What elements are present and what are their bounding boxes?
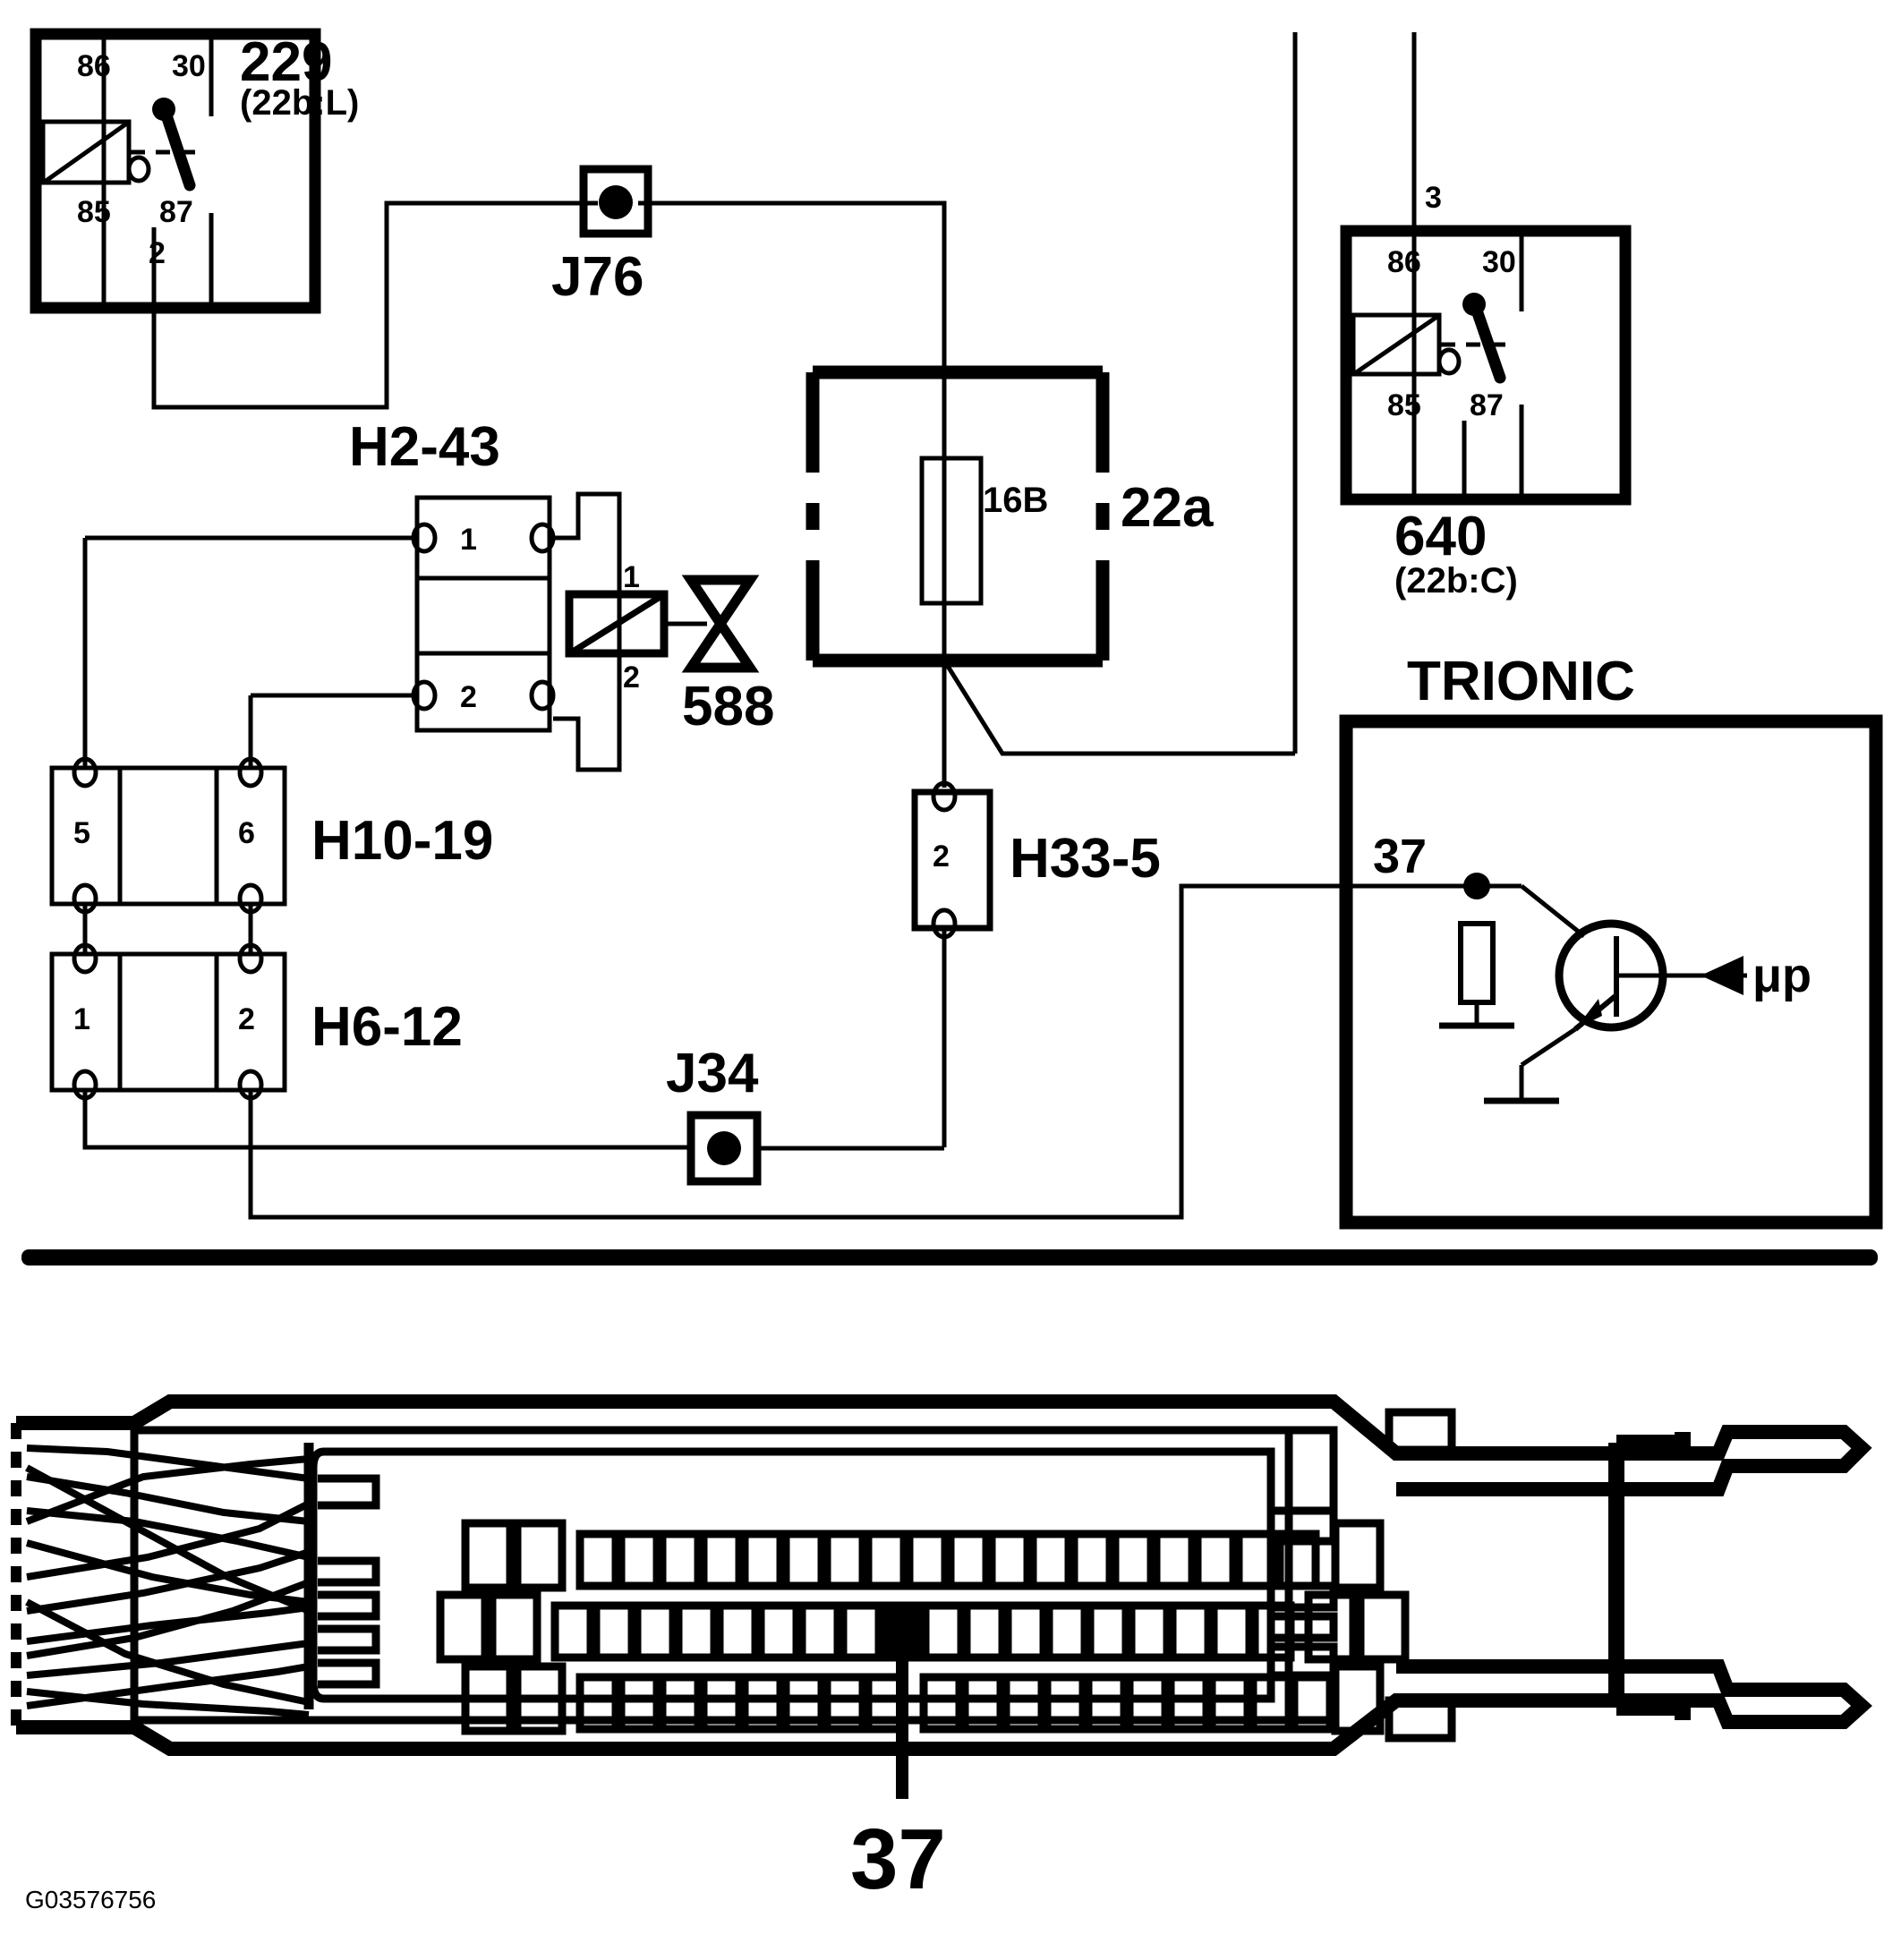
relay-640-terminal-86: 86 <box>1387 245 1421 279</box>
module-trionic-title: TRIONIC <box>1407 651 1635 712</box>
pin-row-top <box>461 1519 1385 1592</box>
connector-h10-19-pin-6: 6 <box>238 816 255 850</box>
relay-640-location: (22b:C) <box>1394 561 1518 601</box>
connector-h2-43-pin-1: 1 <box>460 523 477 557</box>
fuse-box-22a-label: 22a <box>1121 477 1214 539</box>
module-trionic-micro-label: μp <box>1752 949 1811 1002</box>
wire-h6-12-2-to-trionic-37 <box>248 883 1346 1220</box>
splice-j34 <box>686 1111 944 1186</box>
fuse-box-22a <box>806 338 1110 680</box>
relay-229-terminal-87: 87 <box>159 195 193 229</box>
connector-h10-19-pin-5: 5 <box>73 816 90 850</box>
connector-h6-12-name: H6-12 <box>311 996 463 1058</box>
relay-640-symbol <box>1340 32 1632 506</box>
relay-640-terminal-30: 30 <box>1482 245 1516 279</box>
component-588-symbol <box>565 575 760 673</box>
wire-bundle <box>25 1444 311 1718</box>
connector-h10-19-symbol <box>49 756 287 915</box>
relay-229-name: 229 <box>240 31 332 93</box>
relay-229-terminal-85: 85 <box>77 195 111 229</box>
splice-j34-label: J34 <box>666 1043 759 1104</box>
relay-229-symbol <box>30 28 321 314</box>
component-588-pin-1: 1 <box>623 560 640 594</box>
connector-h6-12-pin-1: 1 <box>73 1002 90 1036</box>
connector-h33-5-name: H33-5 <box>1010 828 1161 890</box>
trionic-internal-circuit <box>1346 873 1747 1104</box>
connector-illustration <box>11 1394 1872 1799</box>
connector-h2-43-pin-2: 2 <box>460 680 477 714</box>
connector-h6-12-pin-2: 2 <box>238 1002 255 1036</box>
wire-22a-to-right-bus <box>942 32 1298 756</box>
connector-h2-43-name: H2-43 <box>349 416 500 478</box>
relay-640-terminal-87: 87 <box>1470 388 1504 422</box>
image-id-label: G03576756 <box>25 1886 156 1913</box>
module-trionic-box <box>1339 714 1883 1230</box>
connector-h33-5-pin-2: 2 <box>933 839 950 873</box>
connector-h33-5-symbol <box>911 780 993 940</box>
relay-640-terminal-85: 85 <box>1387 388 1421 422</box>
splice-j76-label: J76 <box>551 246 644 308</box>
callout-pin-37-label: 37 <box>850 1811 946 1907</box>
module-trionic-pin-37: 37 <box>1373 830 1427 883</box>
pin-row-bottom <box>461 1662 1385 1735</box>
connector-h10-19-name: H10-19 <box>311 810 493 872</box>
relay-229-terminal-30: 30 <box>172 49 206 83</box>
relay-640-name: 640 <box>1394 506 1487 567</box>
relay-229-location: (22b:L) <box>240 83 359 123</box>
relay-229-terminal-86: 86 <box>77 49 111 83</box>
connector-h6-12-symbol <box>49 942 287 1101</box>
component-588-name: 588 <box>682 676 774 737</box>
component-588-pin-2: 2 <box>623 660 640 695</box>
relay-229-wire-label: 2 <box>149 236 166 270</box>
section-divider <box>21 1249 1878 1265</box>
splice-j76 <box>579 165 652 238</box>
fuse-16b-label: 16B <box>983 481 1048 520</box>
relay-640-wire-label-3: 3 <box>1425 181 1442 215</box>
wire-h6-12-1-to-j34 <box>82 1090 691 1150</box>
pin-row-middle <box>436 1590 1410 1664</box>
